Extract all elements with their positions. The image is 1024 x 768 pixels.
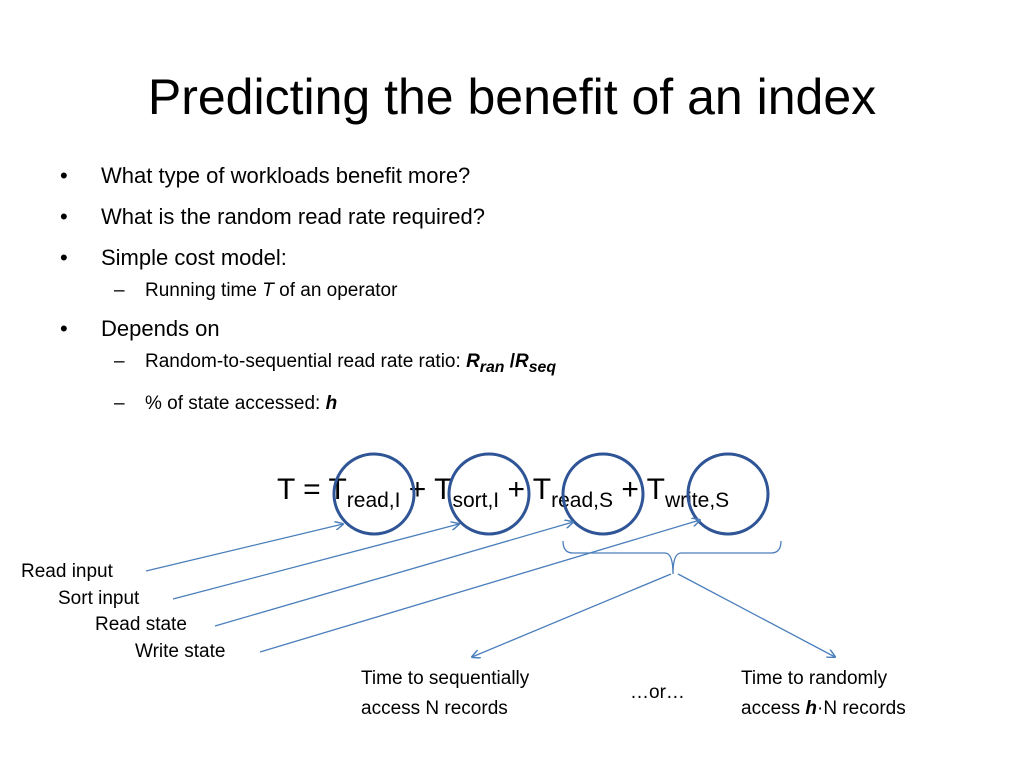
subbullet-running-time: – Running time T of an operator	[60, 277, 960, 305]
bullet-read-rate: • What is the random read rate required?	[60, 201, 960, 233]
label-read-state: Read state	[95, 614, 187, 635]
formula-prefix: T =	[277, 473, 329, 506]
outcome-sequential-line2: access N records	[361, 698, 508, 719]
formula-plus: +	[613, 473, 647, 506]
arrow-random	[677, 573, 835, 657]
bullet-depends-on: • Depends on	[60, 313, 960, 345]
subbullet-text-pre: % of state accessed:	[145, 392, 326, 414]
outcome-sequential: Time to sequentially access N records	[361, 664, 529, 724]
bullet-text: What is the random read rate required?	[101, 204, 485, 229]
subbullet-marker: –	[114, 351, 125, 372]
variable-h: h	[805, 698, 818, 719]
cost-formula: T = Tread,I + Tsort,I + Tread,S + Twrite…	[277, 470, 730, 512]
bullet-workloads: • What type of workloads benefit more?	[60, 160, 960, 192]
bullet-text: What type of workloads benefit more?	[101, 163, 471, 188]
circle-read-state	[561, 452, 645, 536]
bullet-marker: •	[60, 316, 68, 341]
subbullet-state-accessed: – % of state accessed: h	[60, 390, 960, 418]
formula-plus: +	[499, 473, 533, 506]
subbullet-text-post: of an operator	[273, 280, 398, 301]
circle-sort-input	[447, 452, 531, 536]
state-brace	[562, 540, 782, 575]
subscript-ran: ran	[479, 358, 505, 376]
arrow-sequential	[472, 573, 672, 657]
outcome-random-line2: access h·N records	[741, 698, 906, 719]
subbullet-ratio: – Random-to-sequential read rate ratio: …	[60, 348, 960, 382]
arrow-read-input	[145, 524, 343, 572]
arrow-read-state	[214, 522, 573, 627]
bullet-text: Simple cost model:	[101, 245, 287, 270]
bullet-marker: •	[60, 163, 68, 188]
subbullet-marker: –	[114, 392, 125, 414]
outcome-or: …or…	[630, 682, 685, 703]
arrow-write-state	[259, 520, 700, 653]
subbullet-text-pre: Random-to-sequential read rate ratio:	[145, 351, 467, 372]
subbullet-marker: –	[114, 280, 125, 301]
bullet-list: • What type of workloads benefit more? •…	[60, 160, 960, 426]
bullet-text: Depends on	[101, 316, 220, 341]
circle-read-input	[332, 452, 416, 536]
circle-write-state	[686, 452, 770, 536]
bullet-cost-model: • Simple cost model:	[60, 242, 960, 274]
ratio-slash: /	[504, 351, 515, 372]
label-sort-input: Sort input	[58, 588, 140, 609]
variable-R-ran: R	[466, 351, 480, 372]
bullet-marker: •	[60, 204, 68, 229]
term-read-state: Tread,S	[532, 473, 613, 512]
label-write-state: Write state	[135, 641, 226, 662]
subbullet-text-pre: Running time	[145, 280, 263, 301]
variable-h: h	[325, 392, 338, 414]
bullet-marker: •	[60, 245, 68, 270]
outcome-random-line1: Time to randomly	[741, 668, 888, 689]
outcome-random: Time to randomly access h·N records	[741, 664, 906, 724]
arrow-sort-input	[172, 524, 459, 600]
term-write-state: Twrite,S	[646, 473, 730, 512]
variable-T: T	[262, 280, 274, 301]
label-read-input: Read input	[21, 561, 113, 582]
subscript-seq: seq	[528, 358, 557, 376]
outcome-sequential-line1: Time to sequentially	[361, 668, 530, 689]
variable-R-seq: R	[515, 351, 529, 372]
slide-title: Predicting the benefit of an index	[147, 69, 877, 125]
